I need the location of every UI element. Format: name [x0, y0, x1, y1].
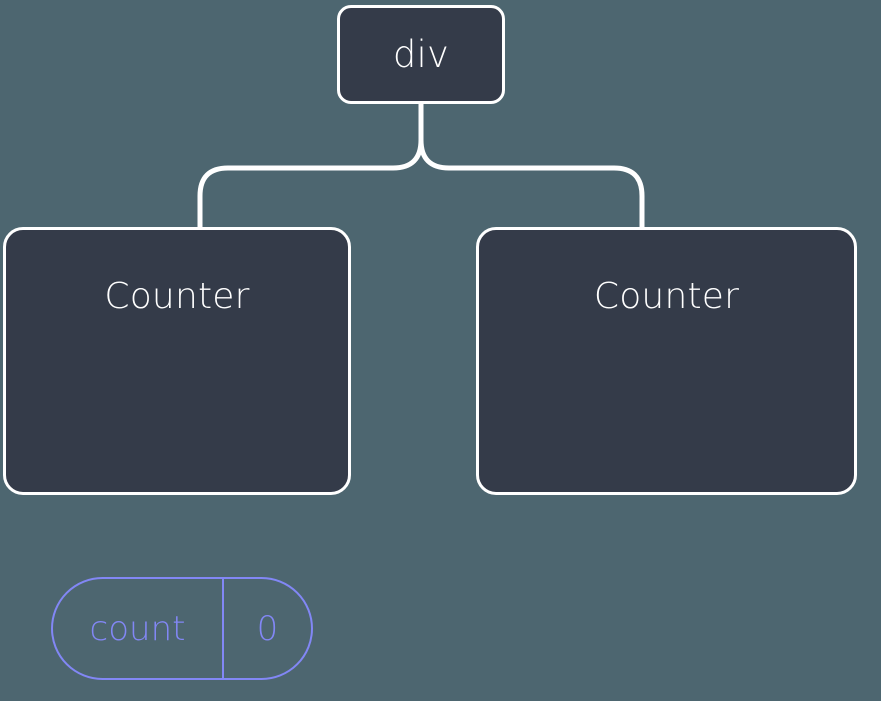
state-key-label: count: [53, 579, 224, 678]
state-pill-count-left[interactable]: count 0: [51, 577, 313, 680]
node-counter-right-title: Counter: [593, 276, 740, 317]
node-div-label: div: [392, 33, 450, 76]
state-pill-body: count 0: [51, 577, 313, 680]
node-counter-left-title: Counter: [104, 276, 250, 317]
node-counter-right[interactable]: Counter count 1: [476, 227, 857, 495]
node-div[interactable]: div: [337, 5, 505, 104]
diagram-canvas: div Counter count 0 Counter count 1: [3, 5, 857, 680]
state-value-label: 0: [256, 608, 279, 649]
node-counter-left[interactable]: Counter count 0: [3, 227, 351, 680]
